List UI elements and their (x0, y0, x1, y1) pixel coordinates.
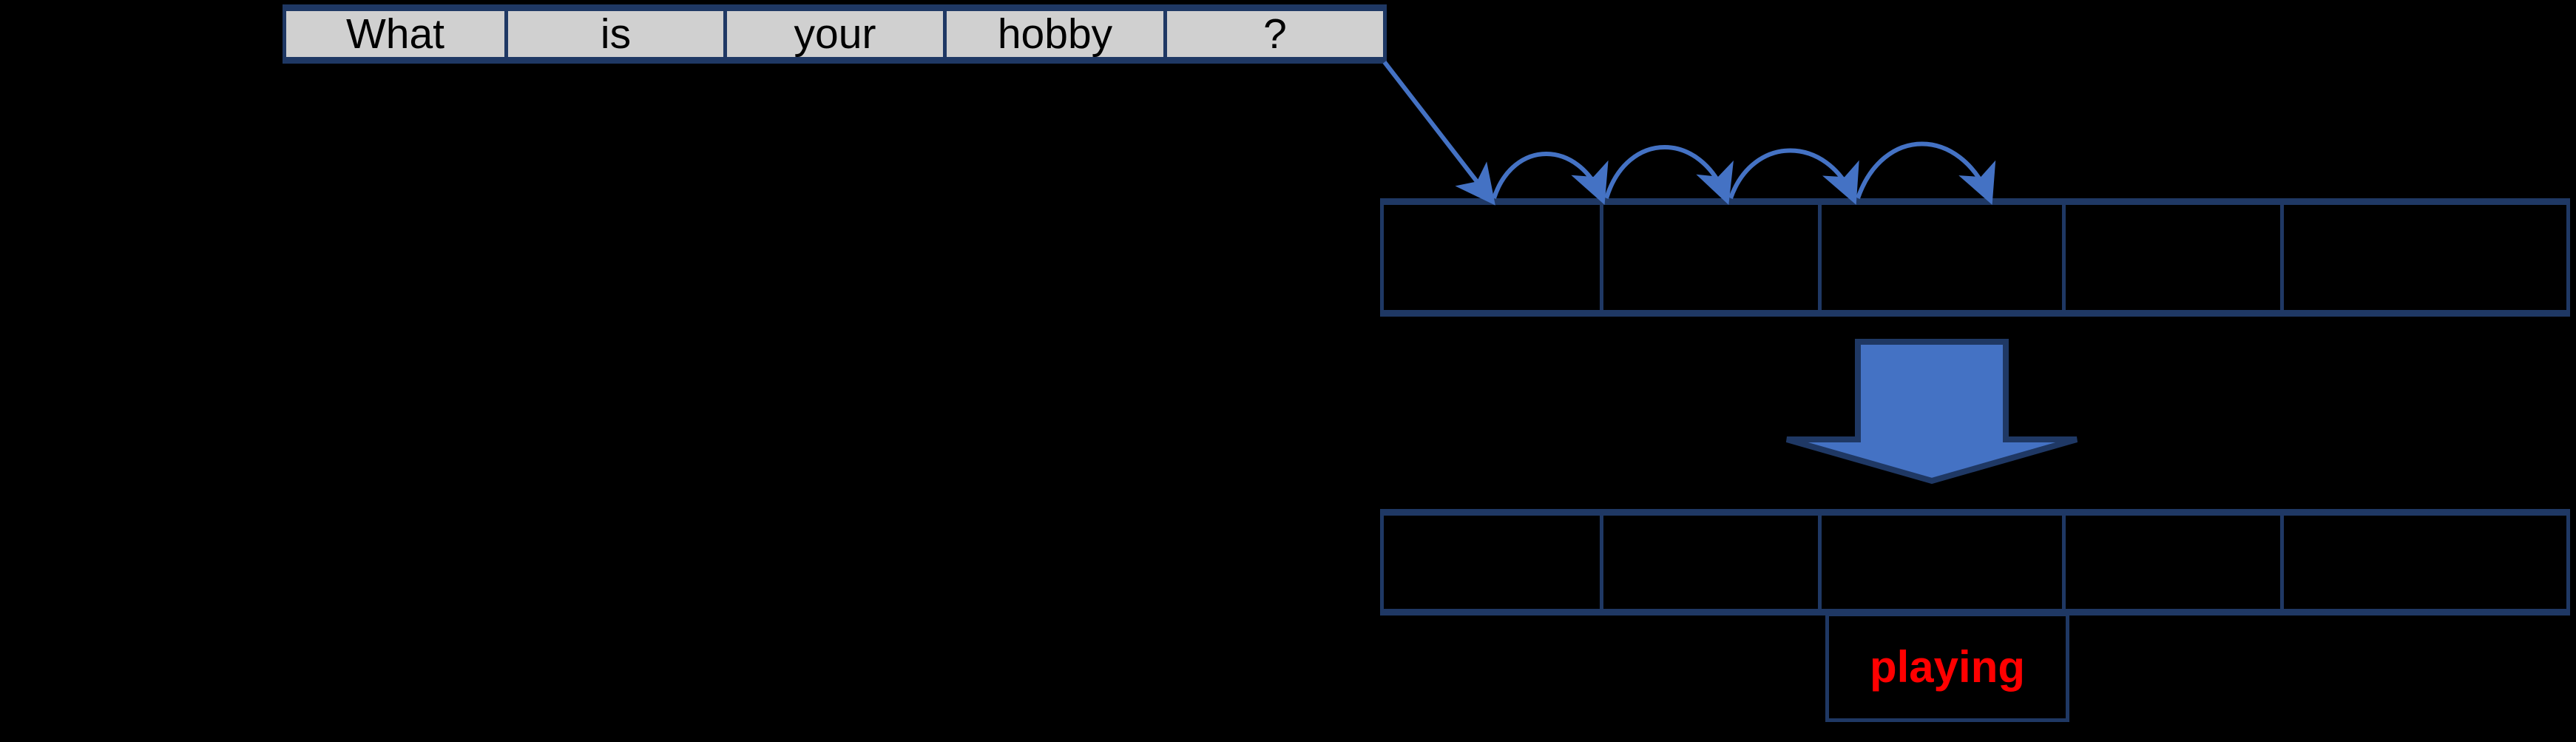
encoder-state-cell[interactable] (2062, 198, 2284, 317)
encoder-states-row (1380, 198, 2570, 317)
encoder-state-cell[interactable] (1818, 198, 2066, 317)
recurrent-arc-4 (1856, 141, 1996, 205)
token-label: your (794, 10, 876, 58)
recurrent-arc-2 (1604, 145, 1734, 206)
decoder-state-cell[interactable] (1380, 509, 1603, 615)
input-sentence-row: What is your hobby ? (283, 4, 1387, 64)
encoder-state-cell[interactable] (1380, 198, 1603, 317)
token-label: What (345, 10, 445, 58)
feed-into-sequence-arrow (1382, 61, 1495, 206)
decoder-state-cell[interactable] (2062, 509, 2284, 615)
decoder-states-row (1380, 509, 2570, 615)
recurrent-arc-3 (1728, 148, 1859, 205)
answer-label: playing (1869, 642, 2026, 692)
token-cell[interactable]: What (283, 4, 508, 64)
decoder-state-cell[interactable] (1600, 509, 1822, 615)
token-cell[interactable]: ? (1163, 4, 1387, 64)
token-label: is (600, 10, 632, 58)
decoder-state-cell[interactable] (1818, 509, 2066, 615)
answer-output-box[interactable]: playing (1825, 613, 2069, 722)
token-cell[interactable]: hobby (943, 4, 1167, 64)
token-cell[interactable]: your (723, 4, 947, 64)
decoder-state-cell[interactable] (2280, 509, 2570, 615)
down-block-arrow (1785, 339, 2078, 485)
encoder-state-cell[interactable] (1600, 198, 1822, 317)
token-label: hobby (997, 10, 1113, 58)
recurrent-arc-1 (1492, 152, 1609, 205)
token-label: ? (1263, 10, 1287, 58)
encoder-state-cell[interactable] (2280, 198, 2570, 317)
token-cell[interactable]: is (504, 4, 727, 64)
